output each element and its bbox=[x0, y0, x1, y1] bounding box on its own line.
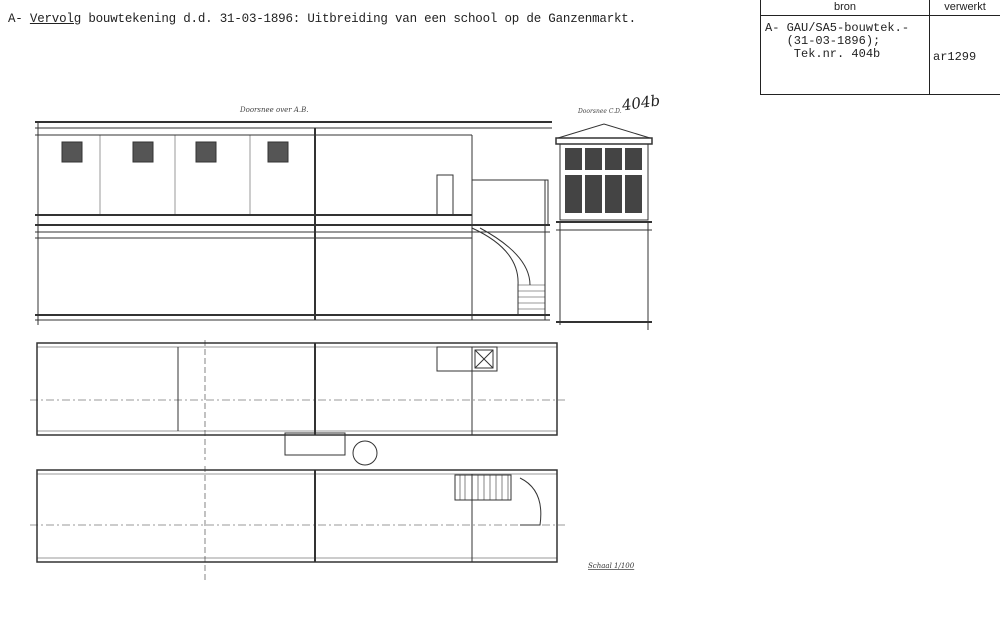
caption-prefix: A- bbox=[8, 12, 30, 26]
source-table: bron verwerkt A- GAU/SA5-bouwtek.- (31-0… bbox=[760, 0, 1000, 95]
label-scale: Schaal 1/100 bbox=[588, 562, 635, 570]
sheet-number: 404b bbox=[620, 91, 661, 114]
section-ab bbox=[35, 121, 552, 325]
bron-cell: A- GAU/SA5-bouwtek.- (31-03-1896); Tek.n… bbox=[760, 15, 930, 95]
section-cd bbox=[555, 123, 653, 330]
plan-ground-floor bbox=[30, 340, 565, 466]
header-bron: bron bbox=[760, 0, 930, 16]
header-verwerkt: verwerkt bbox=[929, 0, 1000, 16]
document-caption: A- Vervolg bouwtekening d.d. 31-03-1896:… bbox=[8, 12, 636, 26]
plan-upper-floor bbox=[30, 466, 565, 580]
verwerkt-cell: ar1299 bbox=[929, 15, 1000, 95]
label-section-ab: Doorsnee over A.B. bbox=[239, 106, 309, 114]
label-section-cd: Doorsnee C.D. bbox=[577, 108, 622, 115]
caption-text: bouwtekening d.d. 31-03-1896: Uitbreidin… bbox=[81, 12, 636, 26]
architectural-drawing: Doorsnee over A.B. Doorsnee C.D. 404b Sc… bbox=[30, 91, 661, 580]
caption-underlined-word: Vervolg bbox=[29, 12, 82, 26]
